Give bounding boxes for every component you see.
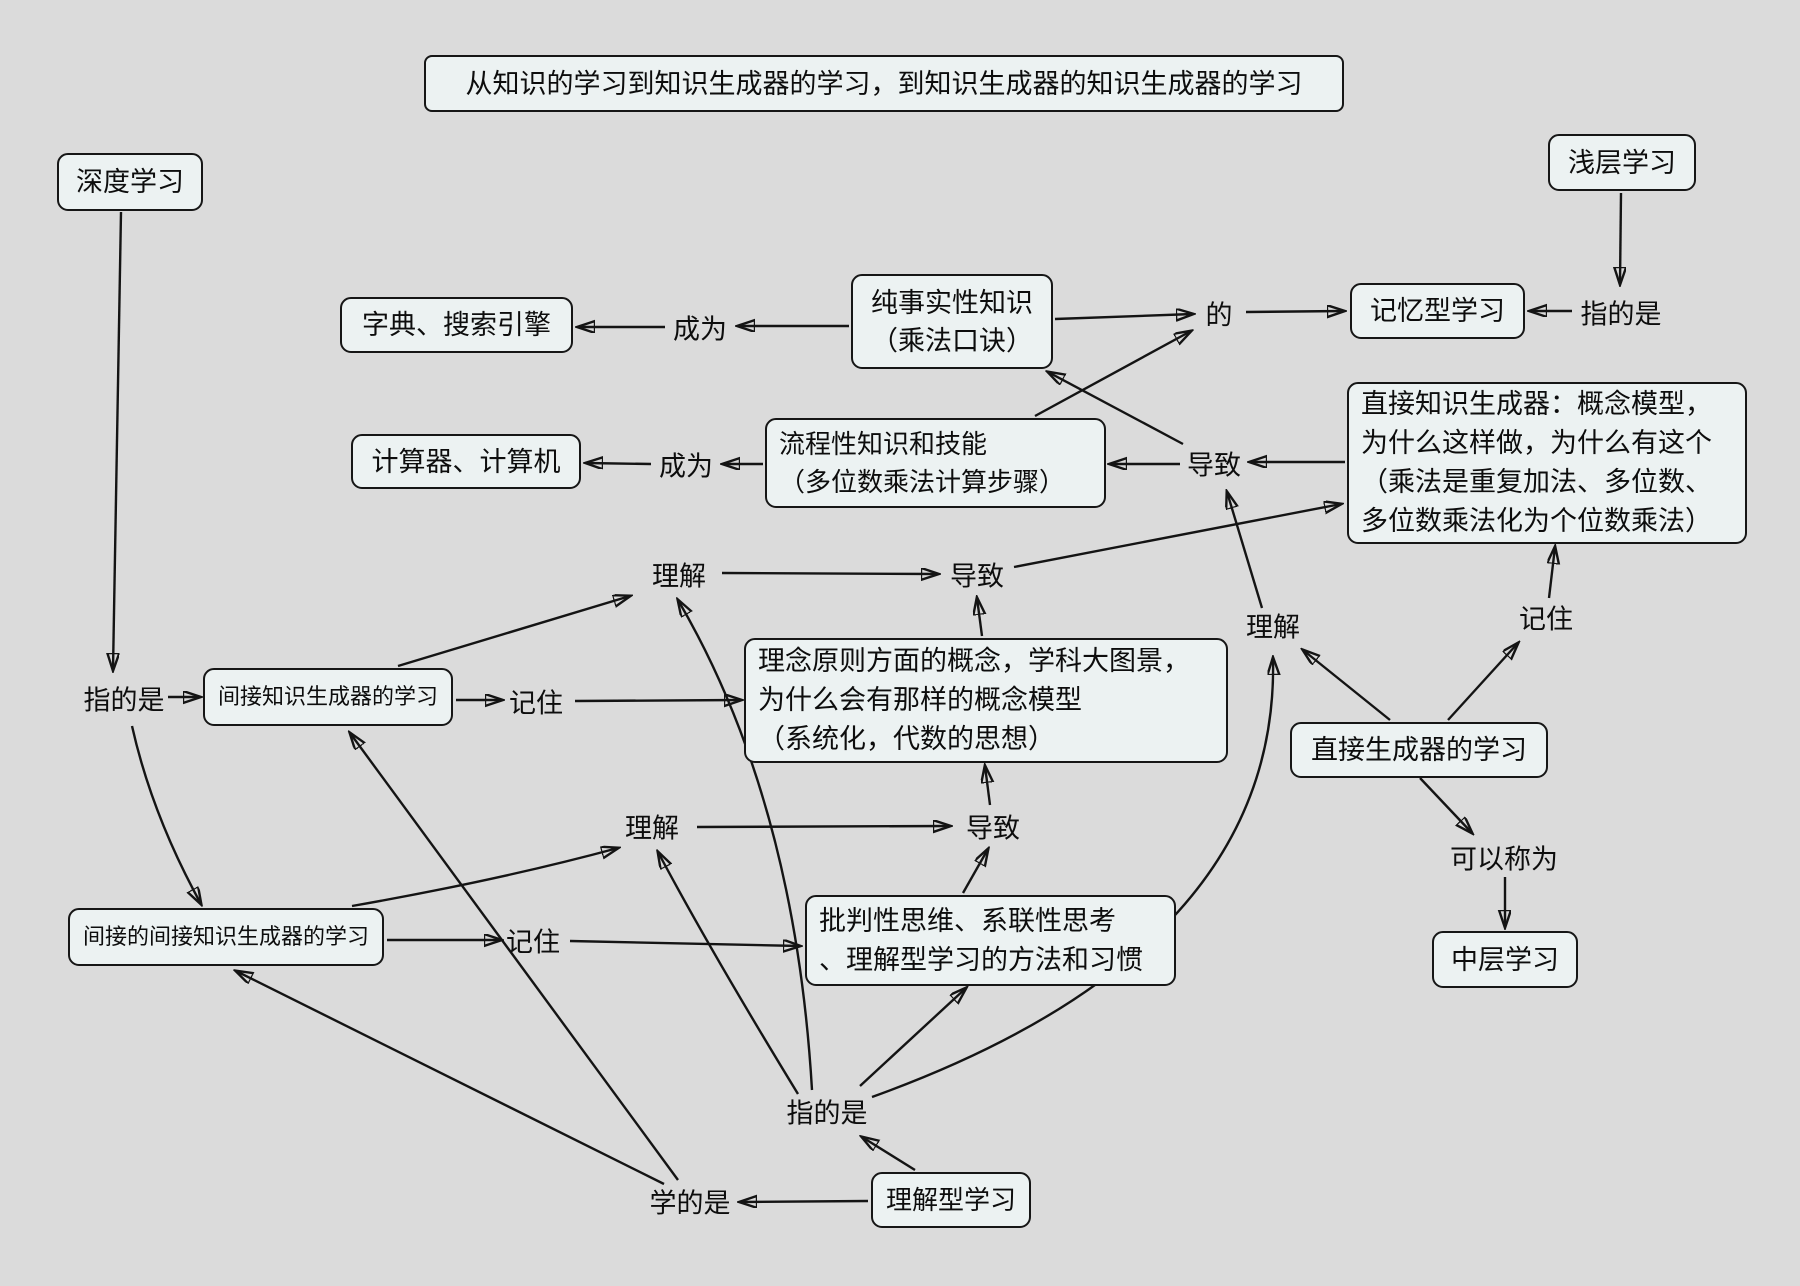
node-procedural-knowledge[interactable]: 流程性知识和技能 （多位数乘法计算步骤） [765, 418, 1106, 508]
edge-lijie-upper-daozhi-middle [721, 573, 938, 574]
edge-jizhu-bottom-pipan [569, 941, 800, 946]
edge-chengwei2-jisuanqi [586, 463, 652, 464]
node-calculator-computer[interactable]: 计算器、计算机 [351, 434, 581, 489]
edge-lijiexing-xuedeshi [740, 1201, 869, 1202]
edge-qianceng-zhidishi-right [1620, 192, 1621, 284]
edge-zhidishi-bottom-lijie-lower [658, 852, 800, 1095]
edge-jianjie2-lijie-lower [351, 848, 618, 908]
edge-jizhu-middle-linian [574, 700, 741, 701]
edge-zhidishi-bottom-lijie-right [871, 658, 1273, 1099]
edge-jianjie1-lijie-upper [397, 596, 630, 668]
label-lijie-lower[interactable]: 理解 [625, 813, 679, 844]
edge-lijie-right-daozhi-right [1227, 492, 1264, 609]
label-zhidishi-right[interactable]: 指的是 [1580, 299, 1662, 330]
edge-zhidishi-bottom-pipan [859, 988, 966, 1087]
edge-lijie-lower-daozhi-lower [696, 826, 950, 827]
edge-daozhi-lower-linian [985, 766, 990, 806]
edge-linian-daozhi-middle [977, 598, 982, 637]
node-principle-concepts[interactable]: 理念原则方面的概念，学科大图景， 为什么会有那样的概念模型 （系统化，代数的思想… [744, 638, 1228, 763]
label-xuedeshi[interactable]: 学的是 [649, 1188, 731, 1219]
label-jizhu-bottom[interactable]: 记住 [506, 927, 560, 958]
node-factual-knowledge[interactable]: 纯事实性知识 （乘法口诀） [851, 274, 1053, 369]
edge-zhidishi-left-jianjie2 [130, 725, 201, 904]
edge-de-jiyi [1245, 311, 1344, 312]
node-indirect-indirect-generator-learning[interactable]: 间接的间接知识生成器的学习 [68, 908, 384, 966]
edge-zhijiexuexi-keyichengwei [1419, 777, 1472, 833]
label-daozhi-lower[interactable]: 导致 [966, 813, 1020, 844]
label-daozhi-middle[interactable]: 导致 [950, 561, 1004, 592]
label-de[interactable]: 的 [1205, 300, 1233, 331]
label-jizhu-middle[interactable]: 记住 [509, 688, 563, 719]
node-memorization-learning[interactable]: 记忆型学习 [1350, 283, 1525, 339]
label-jizhu-right[interactable]: 记住 [1519, 604, 1573, 635]
edge-zhijiexuexi-lijie-right [1303, 650, 1391, 721]
node-middle-layer-learning[interactable]: 中层学习 [1432, 931, 1578, 988]
edge-xuedeshi-jianjie1 [350, 733, 679, 1181]
edge-zhidishi-bottom-lijie-upper [678, 600, 814, 1091]
edge-lijiexing-zhidishi-bottom [862, 1137, 916, 1172]
edge-pipan-daozhi-lower [961, 849, 988, 894]
node-direct-generator-learning[interactable]: 直接生成器的学习 [1290, 722, 1548, 778]
node-indirect-generator-learning[interactable]: 间接知识生成器的学习 [203, 668, 453, 726]
label-chengwei-upper[interactable]: 成为 [673, 314, 727, 345]
edge-chunshishi-de [1054, 314, 1193, 319]
node-understanding-learning[interactable]: 理解型学习 [871, 1172, 1031, 1228]
edge-shendu-zhidishi-left [113, 211, 123, 670]
label-keyichengwei[interactable]: 可以称为 [1450, 844, 1558, 875]
label-daozhi-right[interactable]: 导致 [1187, 450, 1241, 481]
edge-daozhi-middle-zhijiezhishi [1013, 504, 1341, 569]
edge-jizhu-right-zhijiezhishi [1549, 547, 1555, 599]
label-lijie-upper[interactable]: 理解 [652, 561, 706, 592]
label-zhidishi-bottom[interactable]: 指的是 [786, 1098, 868, 1129]
label-chengwei-lower[interactable]: 成为 [659, 451, 713, 482]
edge-daozhi-right-chunshishi [1048, 372, 1184, 446]
node-critical-thinking[interactable]: 批判性思维、系联性思考 、理解型学习的方法和习惯 [805, 895, 1176, 986]
node-deep-learning[interactable]: 深度学习 [57, 153, 203, 211]
edge-xuedeshi-jianjie2 [236, 971, 665, 1186]
edge-zhijiexuexi-jizhu-right [1447, 643, 1518, 721]
node-dictionary-search-engine[interactable]: 字典、搜索引擎 [340, 297, 573, 353]
label-zhidishi-left[interactable]: 指的是 [83, 685, 165, 716]
edge-liucheng-de [1034, 331, 1191, 418]
label-lijie-right[interactable]: 理解 [1246, 612, 1300, 643]
node-title[interactable]: 从知识的学习到知识生成器的学习，到知识生成器的知识生成器的学习 [424, 55, 1344, 112]
node-shallow-learning[interactable]: 浅层学习 [1548, 134, 1696, 191]
node-direct-knowledge-generator[interactable]: 直接知识生成器：概念模型， 为什么这样做，为什么有这个 （乘法是重复加法、多位数… [1347, 382, 1747, 544]
